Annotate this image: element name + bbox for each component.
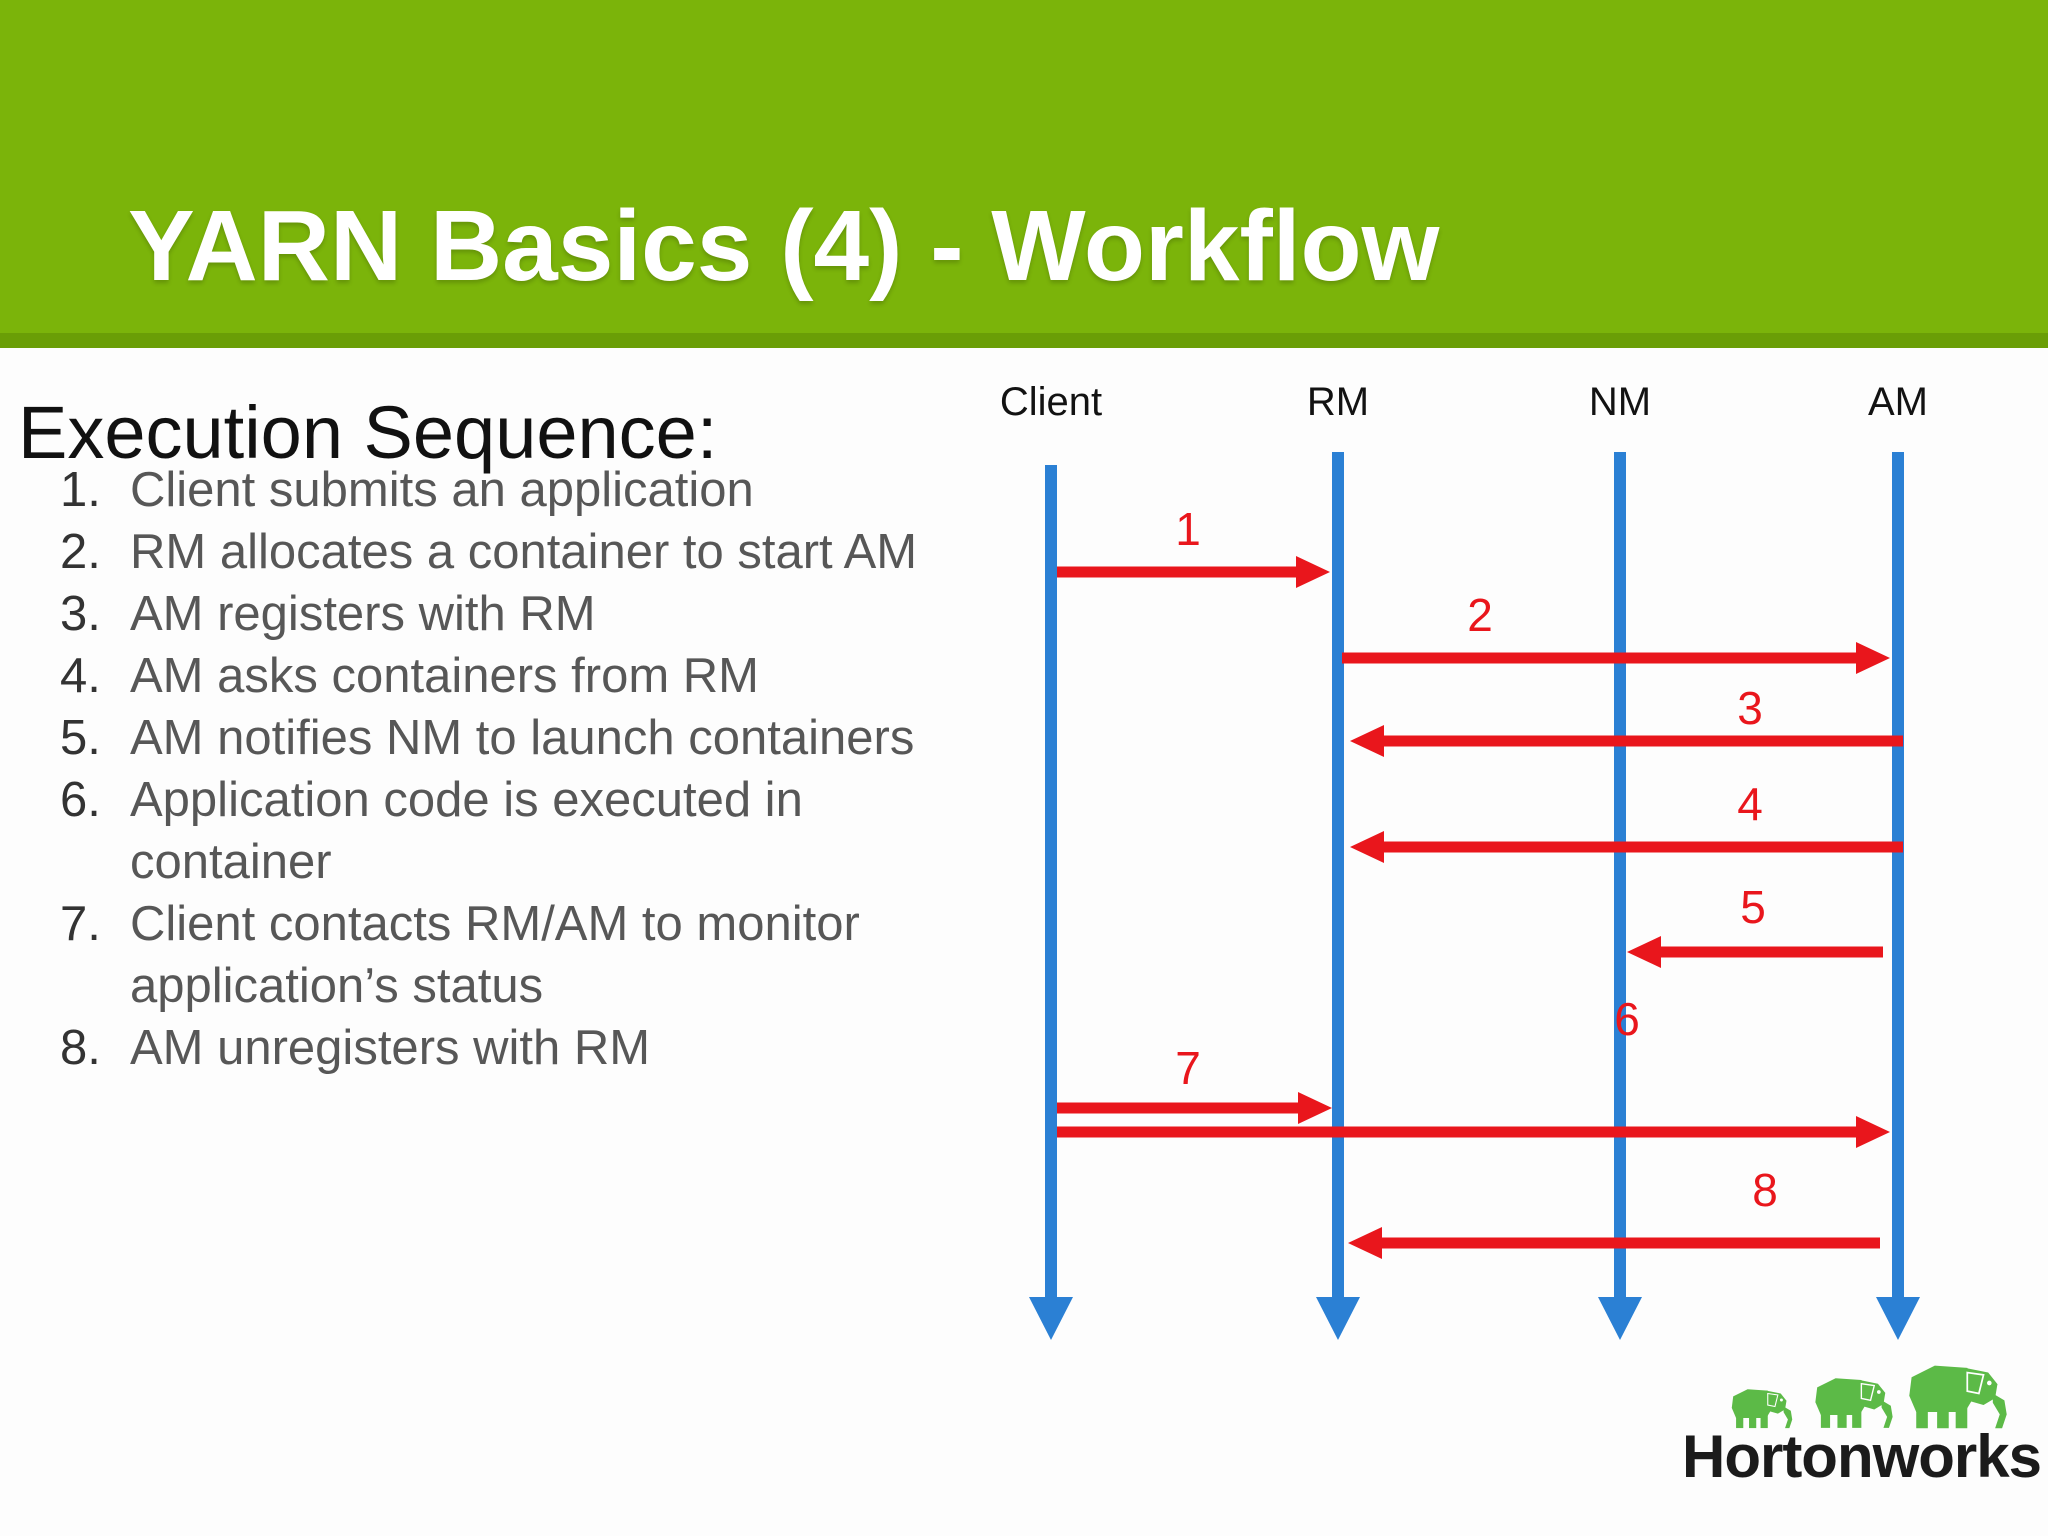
lifeline-client [1045,465,1057,1297]
message-arrowhead-2 [1856,642,1890,674]
list-item-number: 6. [60,773,101,827]
list-item-text: AM registers with RM [130,587,596,641]
list-item-text: AM asks containers from RM [130,649,759,703]
message-arrowhead-3 [1350,725,1384,757]
slide-title: YARN Basics (4) - Workflow [128,190,1440,302]
message-number-4: 4 [1737,778,1763,830]
header-band [0,0,2048,333]
message-arrowhead-4 [1350,831,1384,863]
list-item-text: Application code is executed in [130,773,803,827]
list-item-continuation: container [0,831,1000,893]
actor-label-nm: NM [1589,380,1651,424]
list-item: 6. Application code is executed in [0,769,1000,831]
execution-sequence-list: 1. Client submits an application 2. RM allo… [0,459,1000,1079]
list-item-number: 8. [60,1021,101,1075]
elephant-medium-icon [1814,1377,1894,1429]
actor-label-rm: RM [1307,380,1369,424]
lifeline-arrowhead-nm [1598,1297,1642,1340]
list-item-number: 3. [60,587,101,641]
list-item-number: 7. [60,897,101,951]
actor-label-client: Client [1000,380,1102,424]
message-number-5: 5 [1740,881,1766,933]
message-arrowhead-7b [1856,1116,1890,1148]
message-number-8: 8 [1752,1164,1778,1216]
list-item-text: Client submits an application [130,463,754,517]
actor-label-am: AM [1868,380,1928,424]
hortonworks-logo: Hortonworks [1640,1330,2048,1530]
list-item-text: container [130,835,332,889]
header-accent-stripe [0,333,2048,348]
lifeline-am [1892,452,1904,1297]
list-item: 1. Client submits an application [0,459,1000,521]
list-item: 5. AM notifies NM to launch containers [0,707,1000,769]
lifeline-arrowhead-client [1029,1297,1073,1340]
elephant-large-icon [1908,1364,2008,1430]
list-item-text: AM unregisters with RM [130,1021,651,1075]
message-number-2: 2 [1467,589,1493,641]
message-number-7: 7 [1175,1042,1201,1094]
section-heading: Execution Sequence: [18,391,718,474]
hortonworks-logo-graphic: Hortonworks [1682,1364,2042,1490]
lifeline-rm [1332,452,1344,1297]
list-item: 3. AM registers with RM [0,583,1000,645]
list-item-number: 2. [60,525,101,579]
lifeline-nm [1614,452,1626,1297]
list-item: 7. Client contacts RM/AM to monitor [0,893,1000,955]
list-item: 2. RM allocates a container to start AM [0,521,1000,583]
hortonworks-wordmark: Hortonworks [1682,1423,2041,1490]
list-item: 4. AM asks containers from RM [0,645,1000,707]
list-item-text: Client contacts RM/AM to monitor [130,897,860,951]
message-number-6: 6 [1614,993,1640,1045]
message-arrowhead-8 [1348,1227,1382,1259]
list-item-number: 1. [60,463,101,517]
list-item-number: 4. [60,649,101,703]
lifeline-arrowhead-rm [1316,1297,1360,1340]
list-item: 8. AM unregisters with RM [0,1017,1000,1079]
message-number-1: 1 [1175,503,1201,555]
list-item-continuation: application’s status [0,955,1000,1017]
list-item-text: AM notifies NM to launch containers [130,711,915,765]
message-arrowhead-5 [1627,936,1661,968]
list-item-text: application’s status [130,959,544,1013]
message-arrowhead-1 [1296,556,1330,588]
list-item-number: 5. [60,711,101,765]
message-arrowhead-7 [1298,1092,1332,1124]
message-number-3: 3 [1737,682,1763,734]
list-item-text: RM allocates a container to start AM [130,525,918,579]
